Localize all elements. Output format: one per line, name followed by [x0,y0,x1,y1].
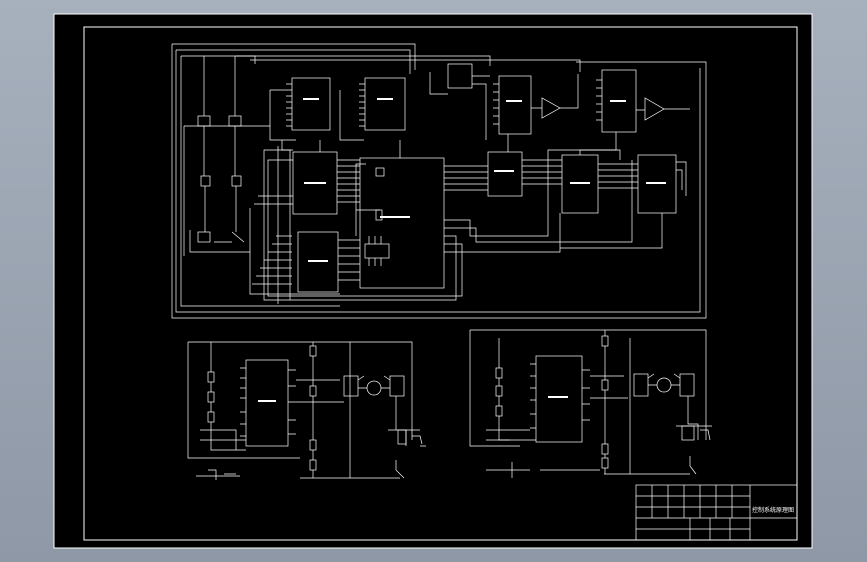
ic-u6 [292,151,338,215]
ic-u2 [364,77,406,131]
chip-markings [258,98,666,402]
ic-u8 [487,151,523,197]
ic-driver-right [535,355,583,443]
ic-u10 [637,154,677,214]
ic-cpu [359,157,445,289]
ic-u5 [601,69,637,133]
title-block-title: 控制系统原理图 [752,506,794,514]
drawing-frame [83,26,798,541]
ic-driver-left [245,359,289,447]
drawing-sheet [53,13,813,549]
opamp-2 [644,97,665,121]
connector-block [364,243,390,259]
ic-u4 [498,75,532,135]
ic-u11 [297,231,339,293]
crystal [375,167,385,177]
control-board [171,43,707,319]
driver-left [187,341,426,480]
ic-u1 [291,77,331,131]
title-block [635,484,798,541]
driver-right [469,329,712,478]
